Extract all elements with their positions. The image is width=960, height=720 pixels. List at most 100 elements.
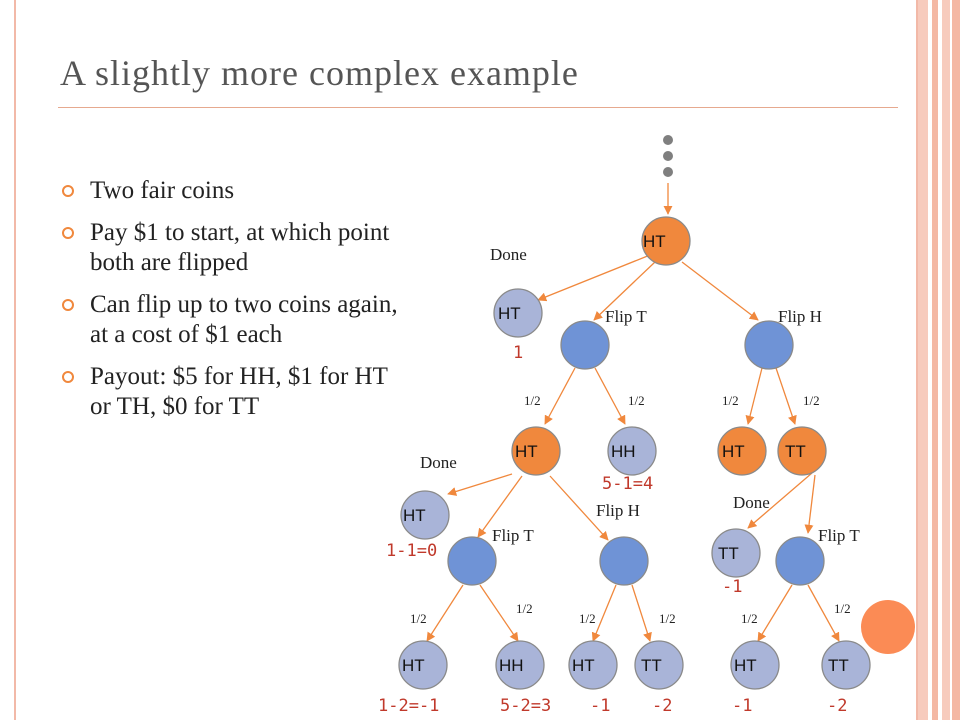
tree-node	[447, 536, 497, 586]
node-label: HT	[643, 232, 666, 251]
bullet-item: Payout: $5 for HH, $1 for HT or TH, $0 f…	[62, 362, 402, 422]
payoff-label: -2	[827, 696, 847, 716]
payoff-label: -1	[722, 577, 742, 597]
node-label: HT	[403, 506, 426, 525]
node-label: TT	[718, 544, 739, 563]
edge-label-flip-h: Flip H	[778, 307, 822, 326]
probability-label: 1/2	[803, 393, 820, 408]
edge	[631, 584, 652, 642]
tree-node	[711, 528, 761, 578]
node-label: TT	[828, 656, 849, 675]
bullet-text: Can flip up to two coins again, at a cos…	[90, 291, 398, 348]
node-label: TT	[641, 656, 662, 675]
edge	[804, 474, 816, 534]
edge	[477, 475, 523, 538]
node-label: HT	[572, 656, 595, 675]
edge	[544, 367, 576, 425]
node-label: HT	[498, 304, 521, 323]
edge	[549, 475, 609, 541]
tree-node	[511, 426, 561, 476]
bullet-list: Two fair coins Pay $1 to start, at which…	[62, 176, 402, 434]
probability-label: 1/2	[579, 611, 596, 626]
probability-label: 1/2	[524, 393, 541, 408]
bullet-item: Two fair coins	[62, 176, 402, 206]
edge	[807, 584, 840, 642]
probability-label: 1/2	[516, 601, 533, 616]
decorative-orange-circle	[861, 600, 915, 654]
edge-label-done: Done	[420, 453, 457, 472]
payoff-label: 5-1=4	[602, 474, 653, 494]
tree-node	[398, 640, 448, 690]
edge	[537, 254, 651, 302]
payoff-label: -1	[590, 696, 610, 716]
node-label: HT	[402, 656, 425, 675]
tree-node	[821, 640, 871, 690]
edge-label-flip-t: Flip T	[605, 307, 647, 326]
ellipsis-dot	[663, 151, 673, 161]
node-label: HH	[499, 656, 524, 675]
bullet-item: Can flip up to two coins again, at a cos…	[62, 290, 402, 350]
probability-label: 1/2	[628, 393, 645, 408]
tree-node	[777, 426, 827, 476]
edge-label-flip-h: Flip H	[596, 501, 640, 520]
decorative-stripe	[932, 0, 938, 720]
payoff-label: -1	[732, 696, 752, 716]
bullet-text: Payout: $5 for HH, $1 for HT or TH, $0 f…	[90, 363, 388, 420]
tree-nodes	[398, 216, 871, 690]
payoff-label: 5-2=3	[500, 696, 551, 716]
bullet-text: Two fair coins	[90, 177, 235, 204]
tree-node	[775, 536, 825, 586]
slide-frame	[14, 0, 918, 720]
edge	[426, 584, 464, 642]
payoff-label: 1-2=-1	[378, 696, 439, 716]
tree-node	[744, 320, 794, 370]
edge-label-flip-t: Flip T	[492, 526, 534, 545]
edge	[745, 367, 763, 425]
bullet-circle-icon	[62, 371, 74, 383]
probability-label: 1/2	[410, 611, 427, 626]
edge	[775, 367, 797, 425]
tree-node	[493, 288, 543, 338]
decorative-stripe	[952, 0, 960, 720]
node-label: HH	[611, 442, 636, 461]
edge-label-done: Done	[490, 245, 527, 264]
title-divider	[58, 107, 898, 108]
probability-label: 1/2	[834, 601, 851, 616]
payoff-label: 1	[513, 343, 523, 363]
slide-title: A slightly more complex example	[60, 53, 579, 93]
edge	[447, 473, 513, 496]
node-label: TT	[785, 442, 806, 461]
tree-node	[634, 640, 684, 690]
decorative-stripe	[942, 0, 950, 720]
ellipsis-dot	[663, 167, 673, 177]
edge	[591, 584, 617, 642]
bullet-circle-icon	[62, 227, 74, 239]
bullet-text: Pay $1 to start, at which point both are…	[90, 219, 390, 276]
bullet-circle-icon	[62, 185, 74, 197]
tree-node	[607, 426, 657, 476]
tree-node	[560, 320, 610, 370]
tree-node	[641, 216, 691, 266]
edge	[757, 584, 793, 642]
probability-label: 1/2	[659, 611, 676, 626]
payoff-label: 1-1=0	[386, 541, 437, 561]
edge-label-flip-t: Flip T	[818, 526, 860, 545]
tree-node	[717, 426, 767, 476]
bullet-item: Pay $1 to start, at which point both are…	[62, 218, 402, 278]
tree-node	[400, 490, 450, 540]
tree-node	[495, 640, 545, 690]
tree-node	[599, 536, 649, 586]
tree-node	[730, 640, 780, 690]
payoff-label: -2	[652, 696, 672, 716]
probability-label: 1/2	[741, 611, 758, 626]
ellipsis-dot	[663, 135, 673, 145]
node-label: HT	[734, 656, 757, 675]
edge-label-done: Done	[733, 493, 770, 512]
tree-edges	[426, 183, 840, 642]
edge	[747, 472, 813, 529]
node-label: HT	[722, 442, 745, 461]
bullet-circle-icon	[62, 299, 74, 311]
tree-node	[568, 640, 618, 690]
